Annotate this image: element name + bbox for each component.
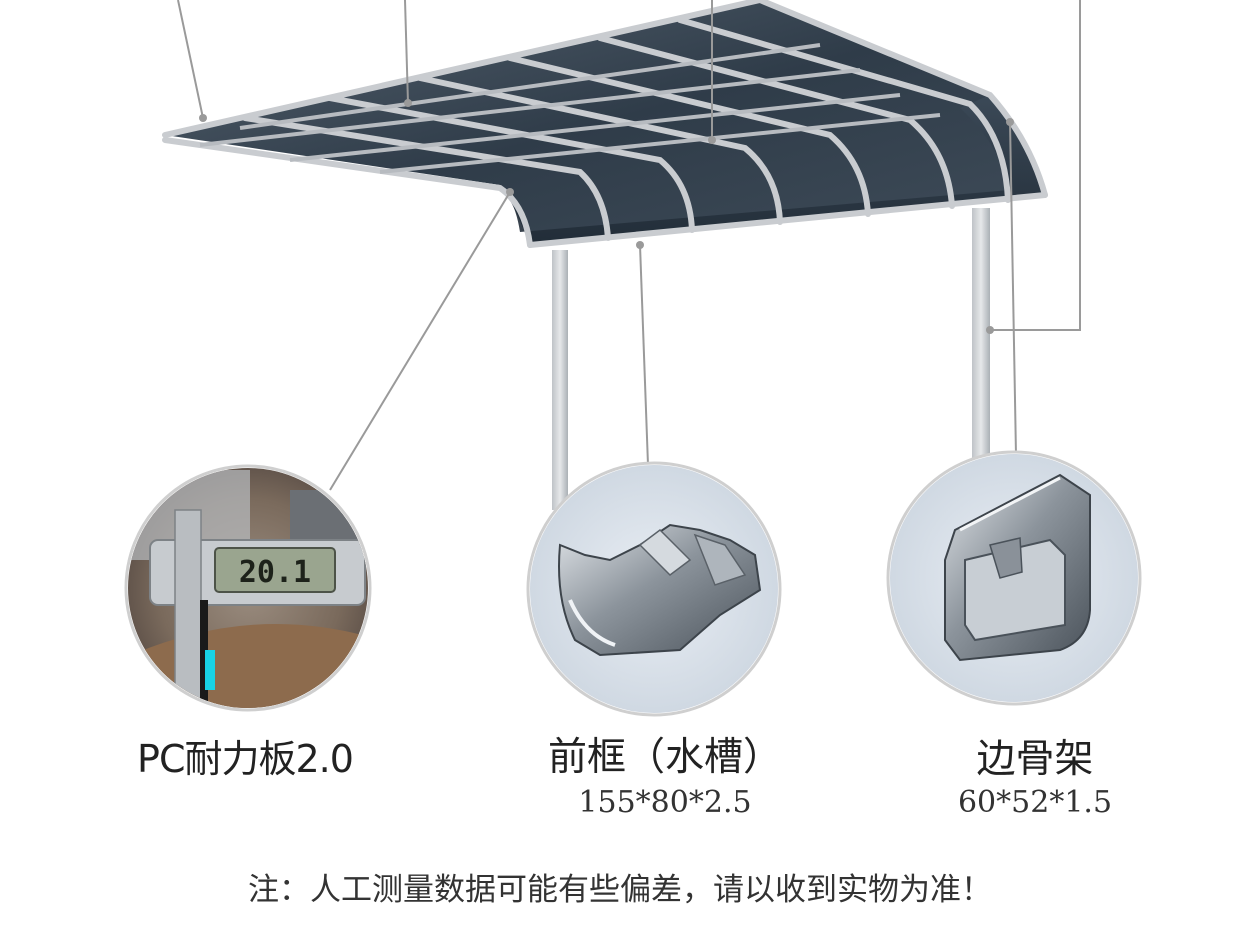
caliper-reading: 20.1 <box>239 555 311 590</box>
pc-panel-label: PC耐力板2.0 <box>137 737 354 781</box>
rear-post <box>972 208 990 463</box>
pc-panel-caliper-photo: 20.1 <box>124 464 372 712</box>
side-frame-spec: 60*52*1.5 <box>957 785 1113 820</box>
front-frame-label: 前框（水槽） <box>547 735 782 780</box>
side-frame-profile-photo <box>886 450 1142 706</box>
callout-lines <box>177 0 1081 491</box>
side-frame-label: 边骨架 <box>976 737 1094 782</box>
front-frame-profile-photo <box>526 461 782 717</box>
canopy-roof <box>162 0 1048 248</box>
measurement-disclaimer-note: 注：人工测量数据可能有些偏差，请以收到实物为准！ <box>248 872 992 908</box>
front-post <box>552 250 568 510</box>
front-frame-spec: 155*80*2.5 <box>578 785 752 820</box>
